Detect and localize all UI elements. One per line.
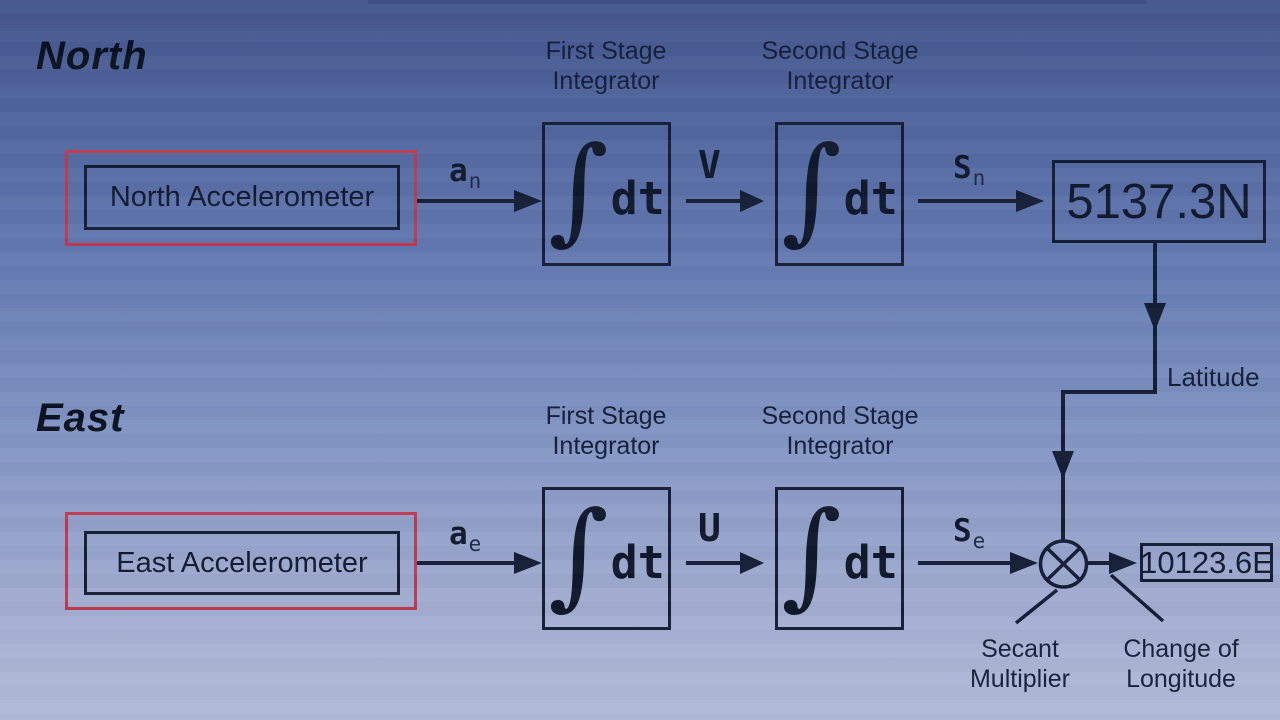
north-distance-value: 5137.3N [1066,174,1252,229]
arrowhead-east-accel [514,552,542,574]
north-accelerometer-box: North Accelerometer [84,165,400,230]
integral-icon: ∫ [781,122,842,257]
longitude-callout-line [1109,573,1165,623]
north-first-stage-label: First Stage Integrator [545,37,667,95]
latitude-label: Latitude [1167,362,1260,392]
east-accelerometer-label: East Accelerometer [116,546,368,579]
arrowhead-se [1010,552,1038,574]
secant-callout-line [1014,588,1059,625]
arrowhead-velocity-u [740,552,764,574]
north-section-title: North [36,34,148,78]
east-longitude-readout-box: 10123.6E [1140,543,1273,582]
east-accelerometer-highlight-frame [65,512,417,610]
secant-multiplier-label: Secant Multiplier [969,635,1071,693]
east-first-stage-label: First Stage Integrator [545,402,667,460]
arrowhead-latitude-upper [1144,303,1166,331]
north-distance-readout-box: 5137.3N [1052,160,1266,243]
signal-label-an: an [449,153,482,193]
signal-label-se: Se [953,513,986,553]
signal-label-ae: ae [449,516,482,556]
arrowhead-north-accel [514,190,542,212]
arrowhead-velocity-v [740,190,764,212]
top-edge-artifact [368,0,1146,4]
north-first-integrator-box: ∫ dt [542,122,671,266]
north-second-integrator-box: ∫ dt [775,122,904,266]
north-accelerometer-label: North Accelerometer [109,181,375,213]
east-second-stage-label: Second Stage Integrator [761,402,919,460]
signal-label-sn: Sn [953,150,986,190]
secant-multiplier-icon [1038,539,1089,589]
east-first-integrator-box: ∫ dt [542,487,671,630]
east-section-title: East [36,396,125,440]
latitude-wire [1061,243,1157,541]
east-second-integrator-box: ∫ dt [775,487,904,630]
integral-icon: ∫ [781,486,842,622]
east-accelerometer-box: East Accelerometer [84,531,400,595]
integral-icon: ∫ [548,122,609,257]
integral-icon: ∫ [548,486,609,622]
arrowhead-latitude-lower [1052,451,1074,479]
velocity-label-v: V [698,143,721,187]
north-accelerometer-highlight-frame [65,150,417,246]
change-of-longitude-label: Change of Longitude [1123,635,1239,693]
east-longitude-value: 10123.6E [1140,544,1273,580]
arrowhead-multiplier-out [1109,552,1137,574]
north-second-stage-label: Second Stage Integrator [761,37,919,95]
arrowhead-sn [1016,190,1044,212]
velocity-label-u: U [698,506,721,550]
